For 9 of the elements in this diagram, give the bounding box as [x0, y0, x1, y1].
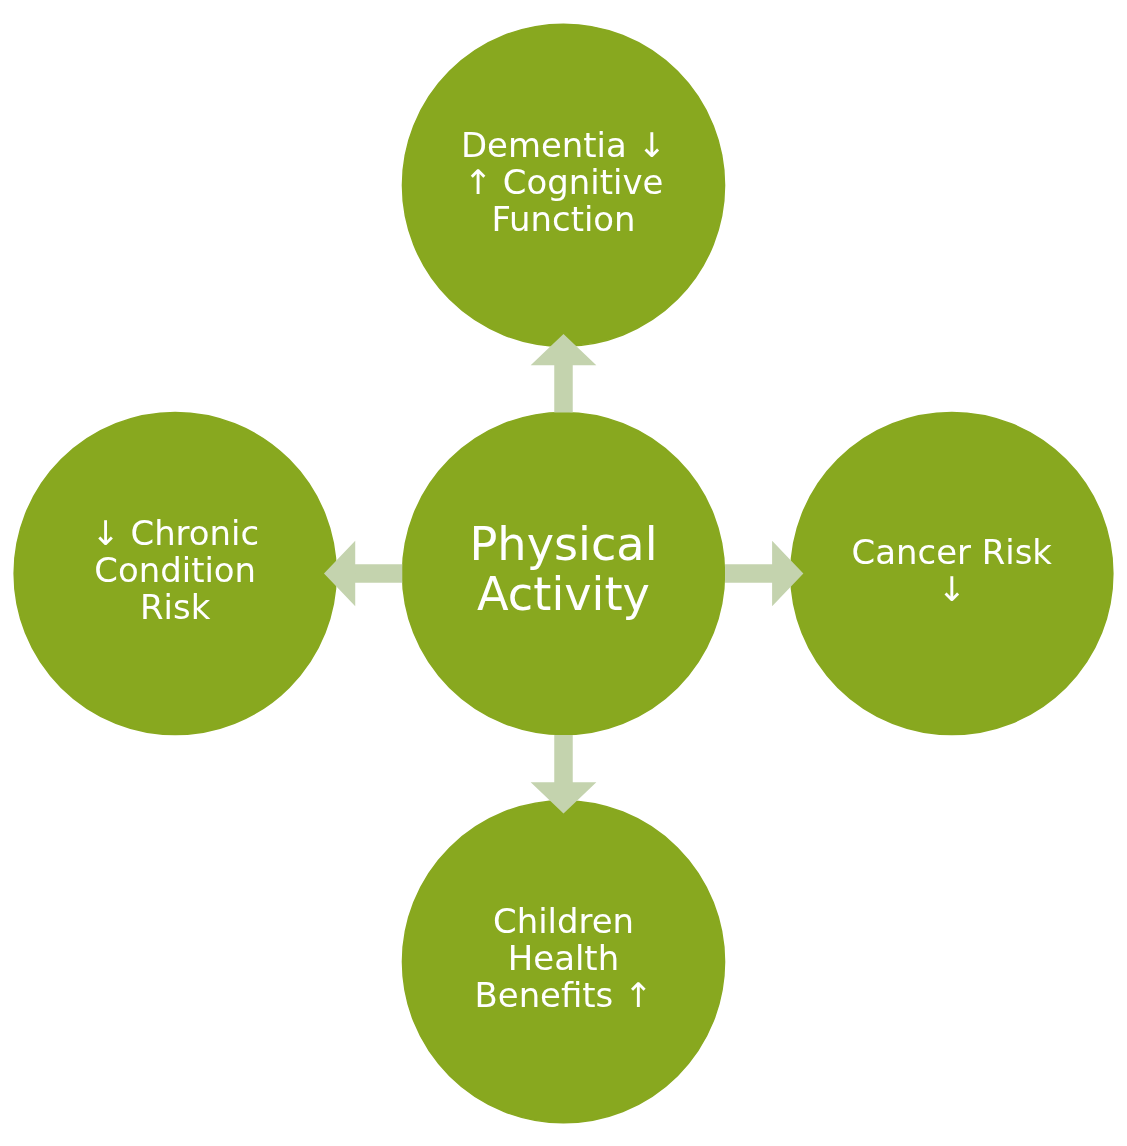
- node-circle: ↓ Chronic Condition Risk: [13, 411, 337, 735]
- node-circle: Dementia ↓ ↑ Cognitive Function: [401, 22, 726, 347]
- node-circle: Children Health Benefits ↑: [401, 799, 726, 1124]
- arrow: [725, 540, 804, 606]
- arrow: [530, 734, 597, 813]
- arrow: [530, 333, 597, 412]
- arrow: [323, 540, 403, 606]
- node-circle: Cancer Risk ↓: [790, 411, 1114, 735]
- node-circle: Physical Activity: [401, 411, 726, 735]
